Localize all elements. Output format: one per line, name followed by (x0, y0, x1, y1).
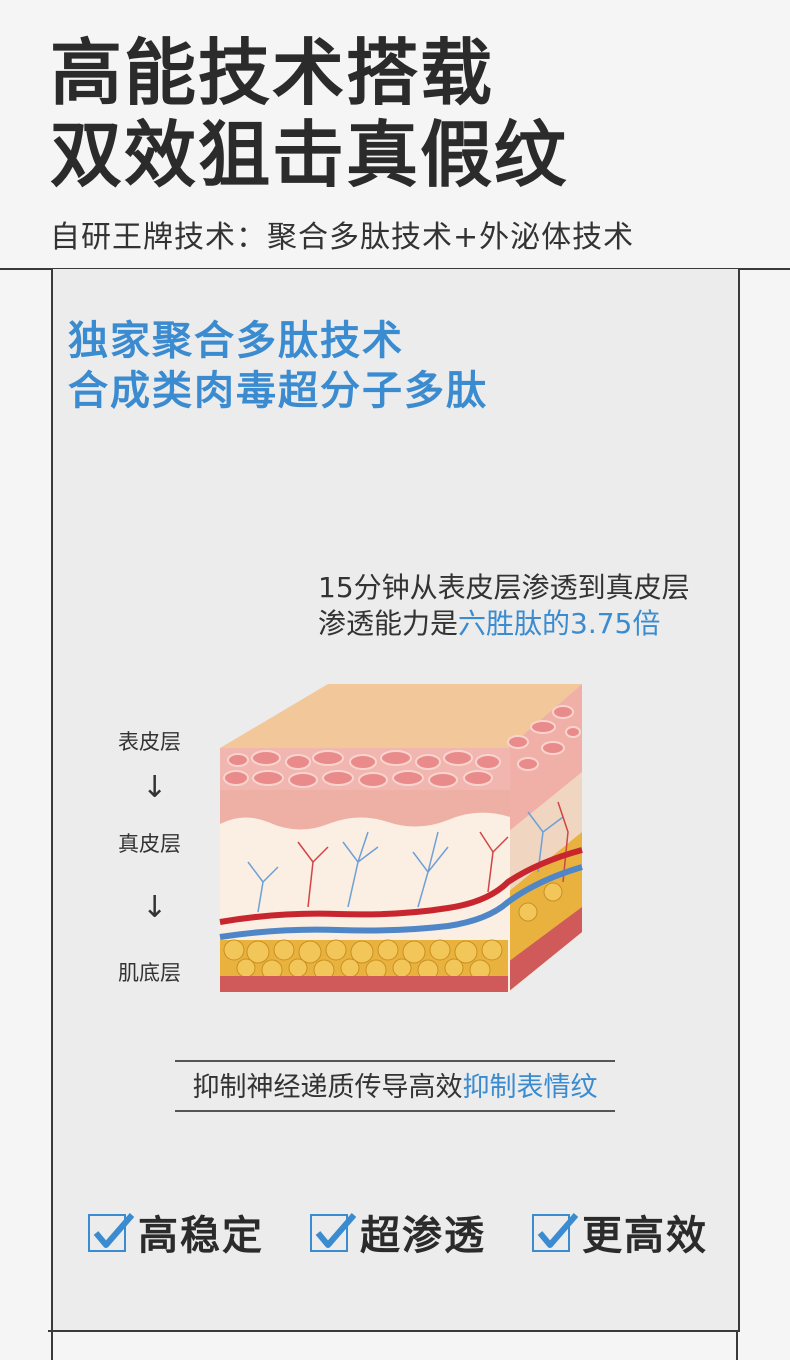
headline-line2: 双效狙击真假纹 (50, 113, 569, 197)
headline-line1: 高能技术搭载 (50, 31, 495, 115)
mechanism-highlight: 抑制表情纹 (462, 1072, 598, 1103)
layer-label-dermis: 真皮层 (118, 832, 181, 856)
down-arrow-icon: ↓ (142, 890, 168, 925)
mechanism-statement: 抑制神经递质传导高效抑制表情纹 (175, 1060, 615, 1112)
section-title-line2: 合成类肉毒超分子多肽 (68, 368, 488, 414)
section-title-line1: 独家聚合多肽技术 (68, 318, 404, 364)
penetration-prefix: 渗透能力是 (318, 607, 459, 640)
bottom-divider (48, 1330, 738, 1332)
checkbox-check-icon (532, 1211, 579, 1253)
feature-label: 高稳定 (138, 1213, 264, 1259)
penetration-line2: 渗透能力是六胜肽的3.75倍 (318, 606, 690, 642)
section-title: 独家聚合多肽技术 合成类肉毒超分子多肽 (68, 316, 488, 416)
subheadline: 自研王牌技术：聚合多肽技术+外泌体技术 (50, 220, 635, 255)
feature-efficiency: 更高效 (532, 1203, 708, 1261)
headline: 高能技术搭载 双效狙击真假纹 (50, 32, 568, 196)
feature-stable: 高稳定 (88, 1203, 264, 1261)
penetration-highlight: 六胜肽的3.75倍 (458, 607, 661, 640)
checkbox-check-icon (310, 1211, 357, 1253)
penetration-text: 15分钟从表皮层渗透到真皮层 渗透能力是六胜肽的3.75倍 (318, 570, 690, 642)
feature-label: 超渗透 (360, 1213, 486, 1259)
feature-label: 更高效 (582, 1213, 708, 1259)
mechanism-prefix: 抑制神经递质传导高效 (192, 1072, 463, 1103)
feature-penetration: 超渗透 (310, 1203, 486, 1261)
skin-cross-section-illustration (219, 684, 583, 992)
frame-edge-left (51, 1332, 53, 1360)
down-arrow-icon: ↓ (142, 770, 168, 805)
checkbox-check-icon (88, 1211, 135, 1253)
frame-edge-right (736, 1332, 738, 1360)
layer-label-epidermis: 表皮层 (118, 730, 181, 754)
penetration-line1: 15分钟从表皮层渗透到真皮层 (318, 571, 690, 604)
layer-label-hypodermis: 肌底层 (118, 961, 181, 985)
